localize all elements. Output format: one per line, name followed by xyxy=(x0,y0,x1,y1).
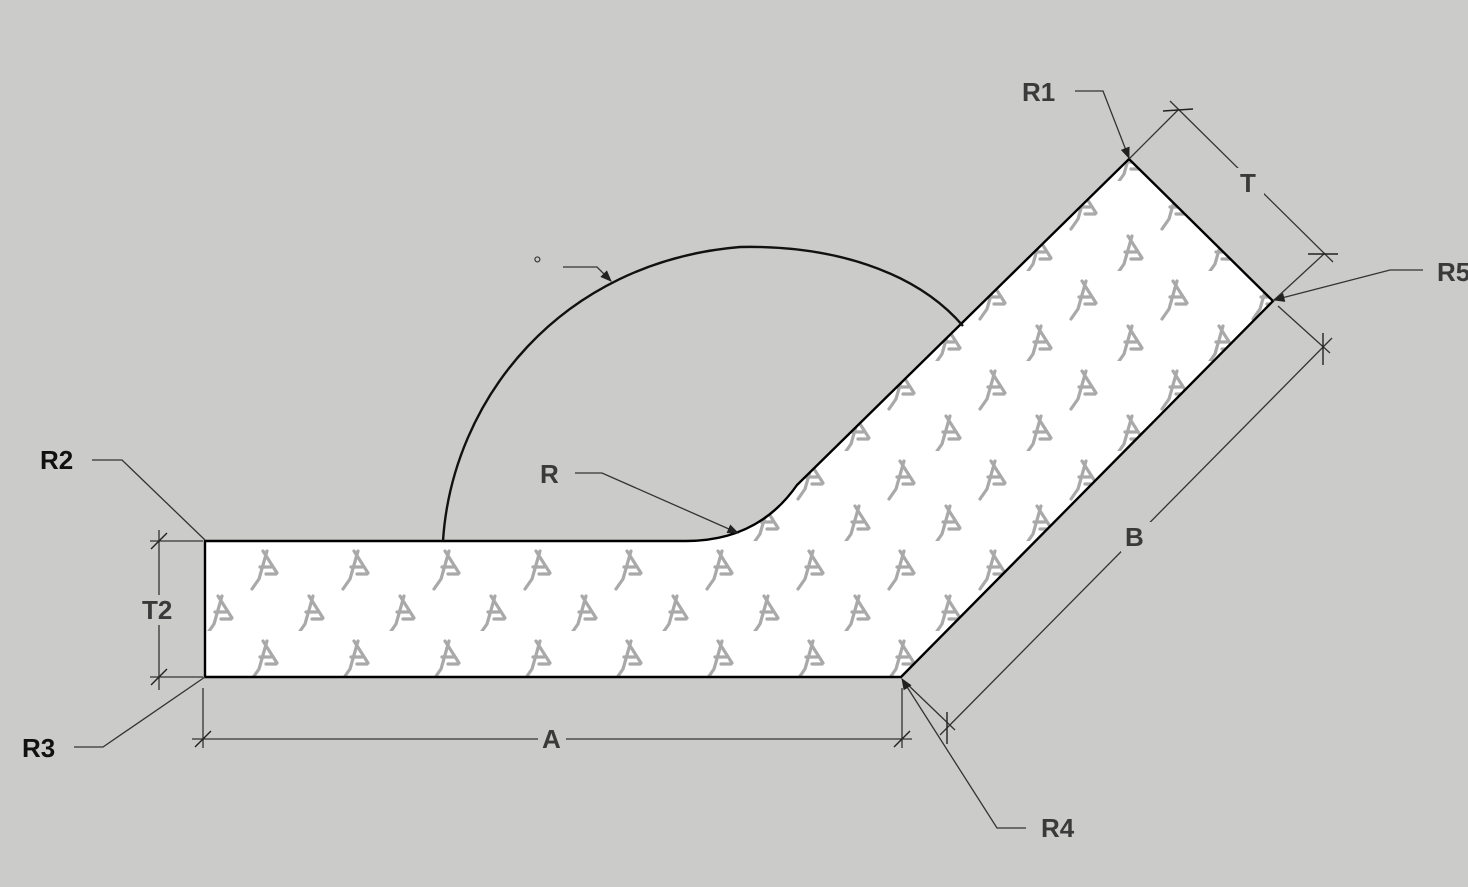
label-b: B xyxy=(1125,522,1144,552)
angle-arc xyxy=(441,245,964,542)
label-r4: R4 xyxy=(1041,813,1075,843)
label-r1: R1 xyxy=(1022,77,1055,107)
dimension-a xyxy=(192,688,912,754)
leader-angle xyxy=(563,266,612,282)
leader-r4 xyxy=(901,678,1026,829)
label-r5: R5 xyxy=(1437,257,1468,287)
bent-profile-shape xyxy=(203,157,1275,679)
leader-r xyxy=(575,472,740,534)
label-t2: T2 xyxy=(142,595,172,625)
label-t: T xyxy=(1240,168,1256,198)
dimension-b xyxy=(904,305,1333,744)
angle-degree-symbol: ° xyxy=(533,252,542,277)
leader-r3 xyxy=(74,676,206,748)
label-r3: R3 xyxy=(22,733,55,763)
leader-r5 xyxy=(1272,269,1423,302)
label-r2: R2 xyxy=(40,445,73,475)
dimension-t2 xyxy=(140,530,203,690)
label-r: R xyxy=(540,459,559,489)
leader-r2 xyxy=(92,459,206,541)
leader-r1 xyxy=(1075,90,1130,160)
label-a: A xyxy=(542,724,561,754)
